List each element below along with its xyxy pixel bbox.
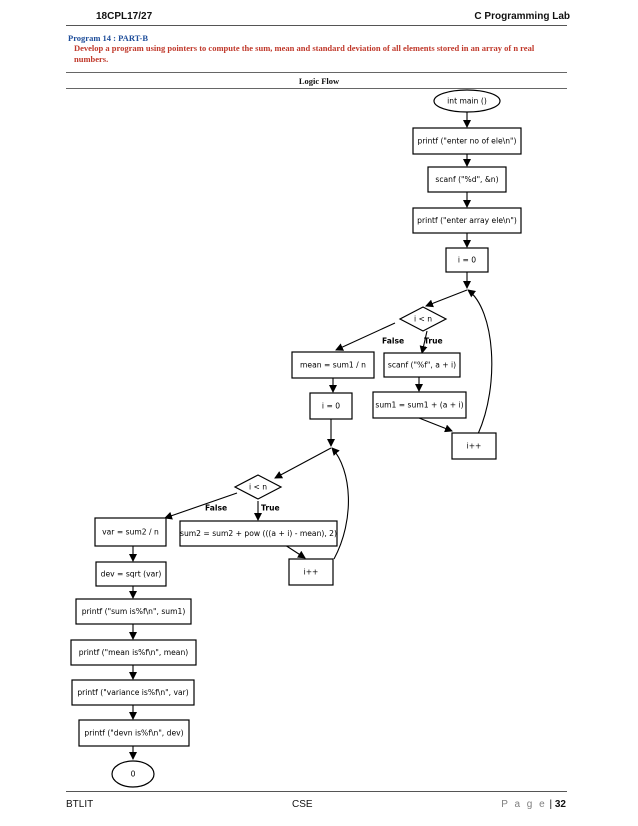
printf-sum-text: printf ("sum is%f\n", sum1) bbox=[82, 607, 186, 616]
end-node bbox=[111, 760, 155, 788]
decision-b-text: i < n bbox=[249, 483, 267, 492]
printf-devn-text: printf ("devn is%f\n", dev) bbox=[84, 729, 183, 738]
inc-i-b-box bbox=[288, 558, 334, 586]
inc-i-a-text: i++ bbox=[467, 442, 482, 451]
program-description: Develop a program using pointers to comp… bbox=[74, 43, 535, 64]
edge-incb-loop bbox=[331, 447, 349, 560]
section-divider-bottom bbox=[66, 88, 567, 89]
printf-mean-text: printf ("mean is%f\n", mean) bbox=[79, 648, 189, 657]
start-node bbox=[433, 89, 501, 113]
program-title: Program 14 : PART-B bbox=[68, 33, 149, 43]
mean-box bbox=[291, 351, 375, 379]
scanf-n-text: scanf ("%d", &n) bbox=[435, 175, 498, 184]
dev-text: dev = sqrt (var) bbox=[101, 570, 162, 579]
printf-variance-text: printf ("variance is%f\n", var) bbox=[77, 688, 188, 697]
scanf-ai-text: scanf ("%f", a + i) bbox=[388, 361, 456, 370]
printf-mean-box bbox=[70, 639, 197, 666]
var-box bbox=[94, 517, 167, 547]
dev-box bbox=[95, 561, 167, 587]
footer-page-separator: | bbox=[549, 799, 553, 810]
printf-sum-box bbox=[75, 598, 192, 625]
section-title: Logic Flow bbox=[298, 76, 340, 86]
init-i-a-text: i = 0 bbox=[458, 256, 476, 265]
mean-text: mean = sum1 / n bbox=[300, 361, 366, 370]
edge-inca-loop bbox=[467, 289, 493, 435]
header-lab-name: C Programming Lab bbox=[474, 11, 570, 22]
false-label-b: False bbox=[205, 504, 227, 513]
false-label-a: False bbox=[382, 337, 404, 346]
printf-variance-box bbox=[71, 679, 195, 706]
init-i-b-box bbox=[309, 392, 353, 420]
footer-department: CSE bbox=[292, 799, 313, 810]
inc-i-b-text: i++ bbox=[304, 568, 319, 577]
end-text: 0 bbox=[131, 770, 136, 779]
inc-i-a-box bbox=[451, 432, 497, 460]
sum1-text: sum1 = sum1 + (a + i) bbox=[375, 401, 463, 410]
footer-page: P a g e | 32 bbox=[501, 799, 566, 810]
start-text: int main () bbox=[447, 97, 487, 106]
printf-devn-box bbox=[78, 719, 190, 747]
section-divider-top bbox=[66, 72, 567, 73]
sum1-box bbox=[372, 391, 467, 419]
printf-enter-n-text: printf ("enter no of ele\n") bbox=[418, 137, 517, 146]
edge-sum1-inca bbox=[418, 417, 453, 433]
true-label-b: True bbox=[261, 504, 280, 513]
decision-b bbox=[233, 474, 283, 500]
init-i-b-text: i = 0 bbox=[322, 402, 340, 411]
scanf-ai-box bbox=[383, 352, 461, 378]
printf-enter-array-text: printf ("enter array ele\n") bbox=[417, 216, 517, 225]
sum2-text: sum2 = sum2 + pow (((a + i) - mean), 2) bbox=[180, 529, 337, 538]
footer-institution: BTLIT bbox=[66, 799, 94, 810]
footer-divider bbox=[66, 791, 567, 792]
edge-merge-condb bbox=[274, 447, 332, 479]
scanf-n-box bbox=[427, 166, 507, 193]
decision-a bbox=[398, 306, 448, 332]
true-label-a: True bbox=[424, 337, 443, 346]
header-divider bbox=[66, 25, 567, 26]
edge-condb-false bbox=[164, 492, 238, 520]
edge-sum2-incb bbox=[284, 544, 306, 559]
init-i-a-box bbox=[445, 247, 489, 273]
var-text: var = sum2 / n bbox=[102, 528, 159, 537]
edge-conda-true bbox=[419, 330, 428, 354]
footer-page-number: 32 bbox=[554, 799, 566, 810]
edge-merge-conda bbox=[425, 289, 468, 308]
decision-a-text: i < n bbox=[414, 315, 432, 324]
printf-enter-array-box bbox=[412, 207, 522, 234]
printf-enter-n-box bbox=[412, 127, 522, 155]
edge-conda-false bbox=[335, 322, 396, 351]
sum2-box bbox=[179, 520, 338, 547]
header-course-code: 18CPL17/27 bbox=[96, 11, 153, 22]
footer-page-label: P a g e bbox=[501, 799, 547, 810]
